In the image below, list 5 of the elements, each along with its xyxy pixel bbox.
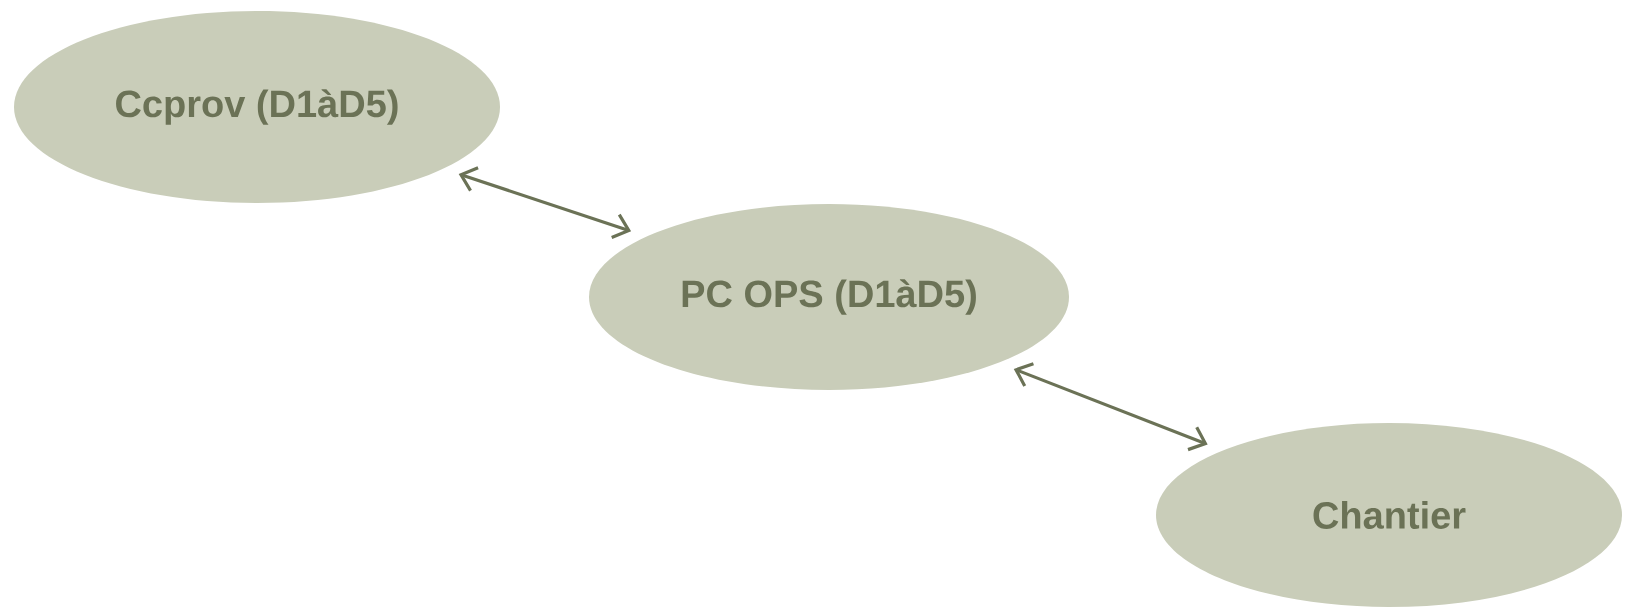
double-arrow — [1013, 362, 1208, 452]
ellipse-node: Chantier — [1156, 423, 1622, 607]
ellipse-node: Ccprov (D1àD5) — [14, 11, 500, 203]
ellipse-node: PC OPS (D1àD5) — [589, 204, 1069, 390]
double-arrow — [458, 166, 632, 239]
